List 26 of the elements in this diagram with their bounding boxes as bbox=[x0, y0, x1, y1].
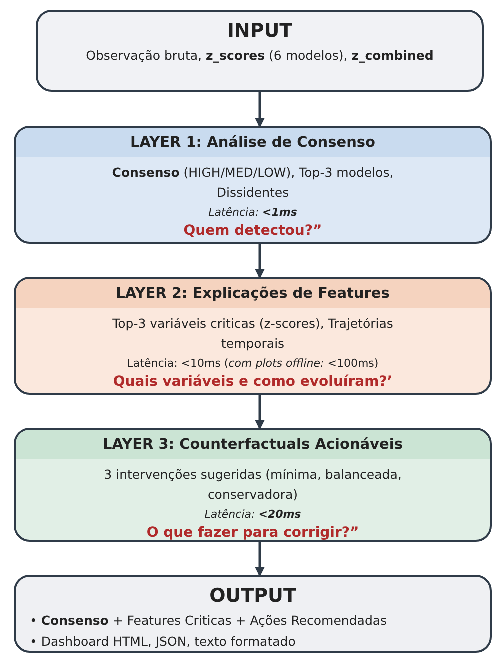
layer-box bbox=[14, 575, 492, 653]
layer-box bbox=[14, 277, 492, 395]
layer-box bbox=[14, 126, 492, 244]
layer-title: LAYER 1: Análise de Consenso bbox=[16, 128, 490, 157]
question-text: Quem detectou?” bbox=[184, 223, 322, 239]
layer-box bbox=[14, 428, 492, 542]
question-text: O que fazer para corrigir?” bbox=[146, 525, 360, 540]
bullet-item: • Consenso + Features Criticas + Ações Recomendadas bbox=[30, 612, 388, 630]
arrow bbox=[255, 244, 265, 279]
arrow bbox=[255, 92, 265, 128]
box-title: INPUT bbox=[227, 20, 293, 42]
description-text: Consenso (HIGH/MED/LOW), Top-3 modelos, Dissidentes bbox=[111, 164, 395, 202]
box-title: OUTPUT bbox=[210, 585, 296, 607]
latency-note: Latência: <10ms (com plots offline: <100ms) bbox=[127, 357, 379, 370]
description-text: Top-3 variáveis criticas (z-scores), Trajetórias temporais bbox=[112, 315, 394, 353]
description-text: 3 intervenções sugeridas (mínima, balanceada, conservadora) bbox=[103, 466, 403, 504]
bullet-item: • Dashboard HTML, JSON, texto formatado bbox=[30, 632, 296, 651]
arrow bbox=[255, 542, 265, 577]
layer-title: LAYER 2: Explicações de Features bbox=[16, 279, 490, 308]
arrow bbox=[255, 395, 265, 430]
layer-box bbox=[36, 10, 484, 92]
question-text: Quais variáveis e como evoluíram?’ bbox=[113, 374, 393, 390]
latency-note: Latência: <1ms bbox=[208, 206, 298, 219]
latency-note: Latência: <20ms bbox=[204, 508, 302, 521]
layer-title: LAYER 3: Counterfactuals Acionáveis bbox=[16, 430, 490, 459]
description-text: Observação bruta, z_scores (6 modelos), z_combined bbox=[86, 47, 434, 65]
